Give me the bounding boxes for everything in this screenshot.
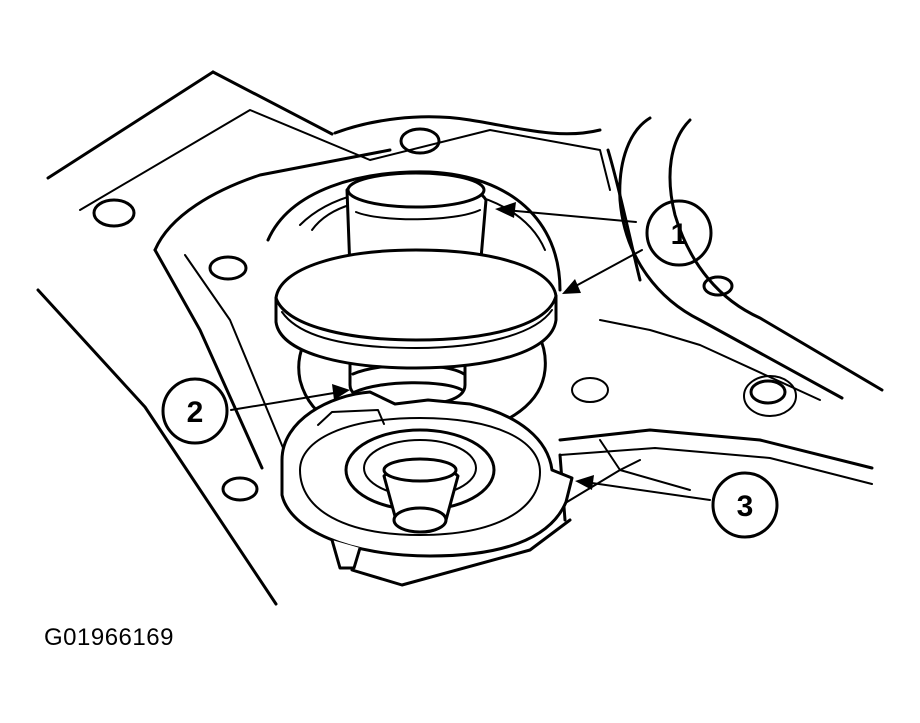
callout-arrows [230, 202, 711, 501]
callout-1-label: 1 [671, 218, 688, 251]
callout-1: 1 [645, 199, 713, 267]
callout-2: 2 [161, 377, 229, 445]
callout-2-label: 2 [187, 396, 204, 429]
callout-3: 3 [711, 471, 779, 539]
figure-id: G01966169 [44, 624, 174, 651]
callout-3-label: 3 [737, 490, 754, 523]
thermostat [274, 171, 574, 570]
housing-plate [36, 70, 884, 606]
